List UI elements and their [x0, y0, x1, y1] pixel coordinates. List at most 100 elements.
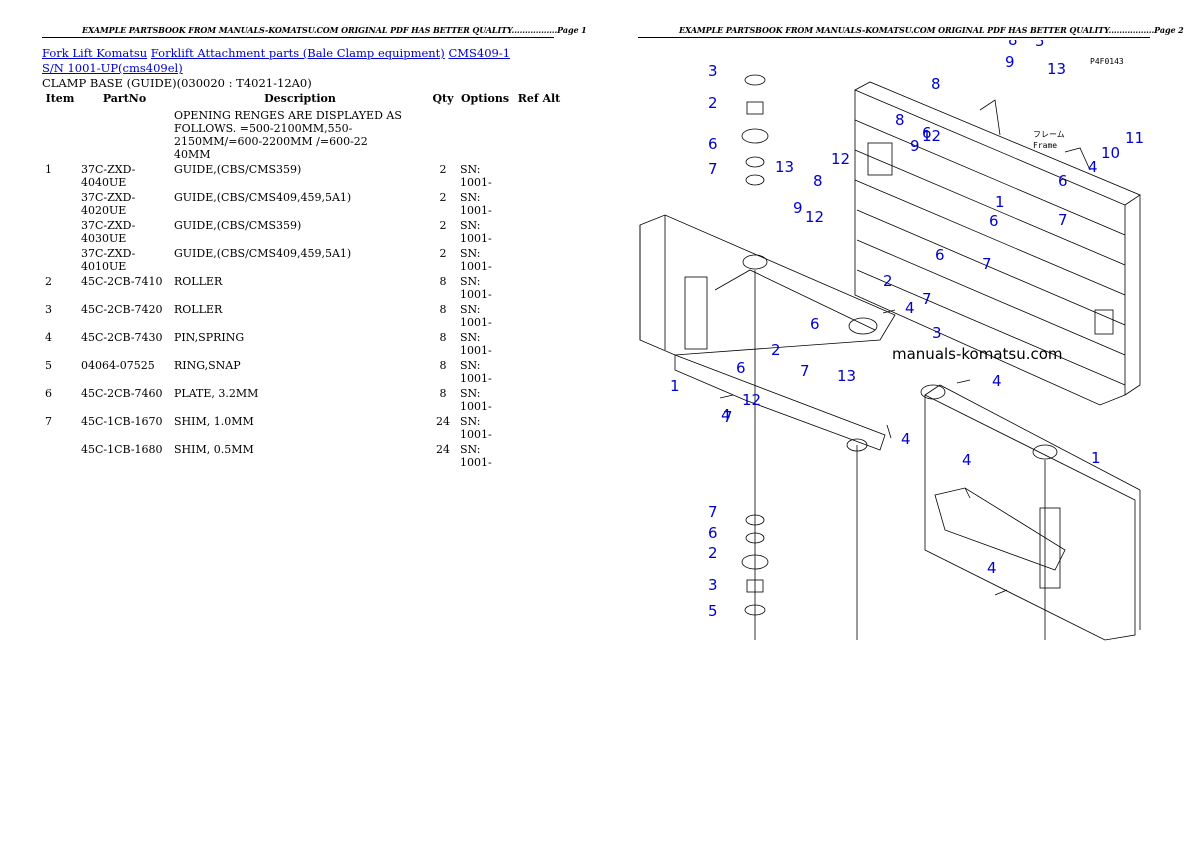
cell-qty: 8 — [439, 303, 447, 316]
header-rule — [42, 37, 554, 38]
parts-list-page: EXAMPLE PARTSBOOK FROM MANUALS-KOMATSU.C… — [42, 25, 587, 469]
cell-description: SHIM, 0.5MM — [174, 443, 254, 456]
cell-description: PLATE, 3.2MM — [174, 387, 259, 400]
col-ref-alt: Ref Alt — [517, 92, 561, 105]
cell-item: 4 — [45, 331, 52, 344]
cell-options: SN: 1001- — [460, 359, 492, 385]
callout-number: 7 — [1005, 40, 1015, 44]
cell-options: SN: 1001- — [460, 247, 492, 273]
page-header: EXAMPLE PARTSBOOK FROM MANUALS-KOMATSU.C… — [679, 25, 1184, 35]
breadcrumb-link-attachment[interactable]: Forklift Attachment parts (Bale Clamp eq… — [150, 46, 445, 60]
diagram-page: EXAMPLE PARTSBOOK FROM MANUALS-KOMATSU.C… — [595, 0, 1190, 842]
callout-number: 3 — [708, 62, 718, 80]
cell-partno: 45C-2CB-7460 — [81, 387, 163, 400]
watermark: manuals-komatsu.com — [892, 345, 1063, 363]
cell-qty: 24 — [436, 415, 450, 428]
cell-partno: 45C-1CB-1680 — [81, 443, 163, 456]
callout-number: 1 — [995, 193, 1005, 211]
callout-number: 7 — [708, 160, 718, 178]
cell-item: 6 — [45, 387, 52, 400]
callout-number: 4 — [901, 430, 911, 448]
callout-number: 4 — [987, 559, 997, 577]
cell-qty: 8 — [439, 359, 447, 372]
callout-number: 6 — [708, 135, 718, 153]
drawing-code: P4F0143 — [1090, 57, 1124, 66]
col-description: Description — [264, 92, 336, 105]
callout-number: 2 — [883, 272, 893, 290]
opening-ranges-note: OPENING RENGES ARE DISPLAYED AS FOLLOWS.… — [174, 109, 402, 161]
cell-item — [42, 217, 78, 245]
cell-options: SN: 1001- — [460, 219, 492, 245]
callout-numbers: 5326713128912896751381289410116167672473… — [670, 40, 1144, 620]
cell-item: 3 — [45, 303, 52, 316]
cell-qty: 24 — [436, 443, 450, 456]
breadcrumb-link-forklift[interactable]: Fork Lift Komatsu — [42, 46, 148, 60]
col-qty: Qty — [432, 92, 454, 105]
col-options: Options — [460, 92, 510, 105]
header-rule — [638, 37, 1150, 38]
callout-number: 7 — [708, 503, 718, 521]
cell-qty: 2 — [439, 191, 447, 204]
cell-partno: 45C-2CB-7420 — [81, 303, 163, 316]
breadcrumb-link-model[interactable]: CMS409-1 S/N 1001-UP(cms409el) — [42, 46, 511, 75]
cell-options: SN: 1001- — [460, 331, 492, 357]
callout-number: 13 — [1047, 60, 1066, 78]
section-title: CLAMP BASE (GUIDE)(030020 : T4021-12A0) — [42, 76, 312, 90]
parts-table: Item PartNo Description Qty Options Ref … — [42, 90, 565, 469]
callout-number: 1 — [670, 377, 680, 395]
exploded-parts-diagram: P4F0143 フレーム Frame 532671312891289675138… — [639, 40, 1144, 641]
col-item: Item — [45, 92, 75, 105]
cell-item — [42, 245, 78, 273]
cell-description: SHIM, 1.0MM — [174, 415, 254, 428]
callout-number: 4 — [905, 299, 915, 317]
callout-number: 6 — [708, 524, 718, 542]
table-row: 45C-1CB-1680 SHIM, 0.5MM 24 SN: 1001- — [42, 441, 565, 469]
cell-options: SN: 1001- — [460, 443, 492, 469]
cell-item — [42, 441, 78, 469]
callout-number: 2 — [771, 341, 781, 359]
cell-partno: 37C-ZXD-4030UE — [81, 219, 136, 245]
cell-ref-alt — [513, 161, 565, 189]
callout-number: 4 — [962, 451, 972, 469]
frame-label-jp: フレーム — [1033, 130, 1065, 139]
cell-ref-alt — [513, 357, 565, 385]
callout-number: 7 — [922, 290, 932, 308]
callout-number: 6 — [1058, 172, 1068, 190]
cell-partno: 04064-07525 — [81, 359, 155, 372]
cell-ref-alt — [513, 301, 565, 329]
cell-qty: 8 — [439, 387, 447, 400]
breadcrumb: Fork Lift Komatsu Forklift Attachment pa… — [42, 46, 512, 76]
cell-partno: 45C-2CB-7430 — [81, 331, 163, 344]
callout-number: 9 — [793, 199, 803, 217]
callout-number: 8 — [1008, 40, 1018, 49]
cell-partno: 37C-ZXD-4010UE — [81, 247, 136, 273]
frame-label-en: Frame — [1033, 141, 1057, 150]
cell-description: GUIDE,(CBS/CMS359) — [174, 219, 302, 232]
callout-number: 10 — [1101, 144, 1120, 162]
cell-options: SN: 1001- — [460, 191, 492, 217]
callout-number: 1 — [1091, 449, 1101, 467]
cell-partno: 37C-ZXD-4040UE — [81, 163, 136, 189]
cell-ref-alt — [513, 385, 565, 413]
cell-partno: 45C-1CB-1670 — [81, 415, 163, 428]
cell-qty: 2 — [439, 247, 447, 260]
cell-description: PIN,SPRING — [174, 331, 245, 344]
cell-ref-alt — [513, 441, 565, 469]
cell-options: SN: 1001- — [460, 415, 492, 441]
callout-number: 7 — [723, 408, 733, 426]
callout-number: 12 — [831, 150, 850, 168]
callout-number: 5 — [708, 602, 718, 620]
callout-number: 12 — [805, 208, 824, 226]
note-row: OPENING RENGES ARE DISPLAYED AS FOLLOWS.… — [42, 107, 565, 161]
cell-qty: 2 — [439, 163, 447, 176]
cell-item — [42, 189, 78, 217]
callout-number: 13 — [837, 367, 856, 385]
callout-number: 12 — [922, 127, 941, 145]
callout-number: 12 — [742, 391, 761, 409]
callout-number: 6 — [989, 212, 999, 230]
